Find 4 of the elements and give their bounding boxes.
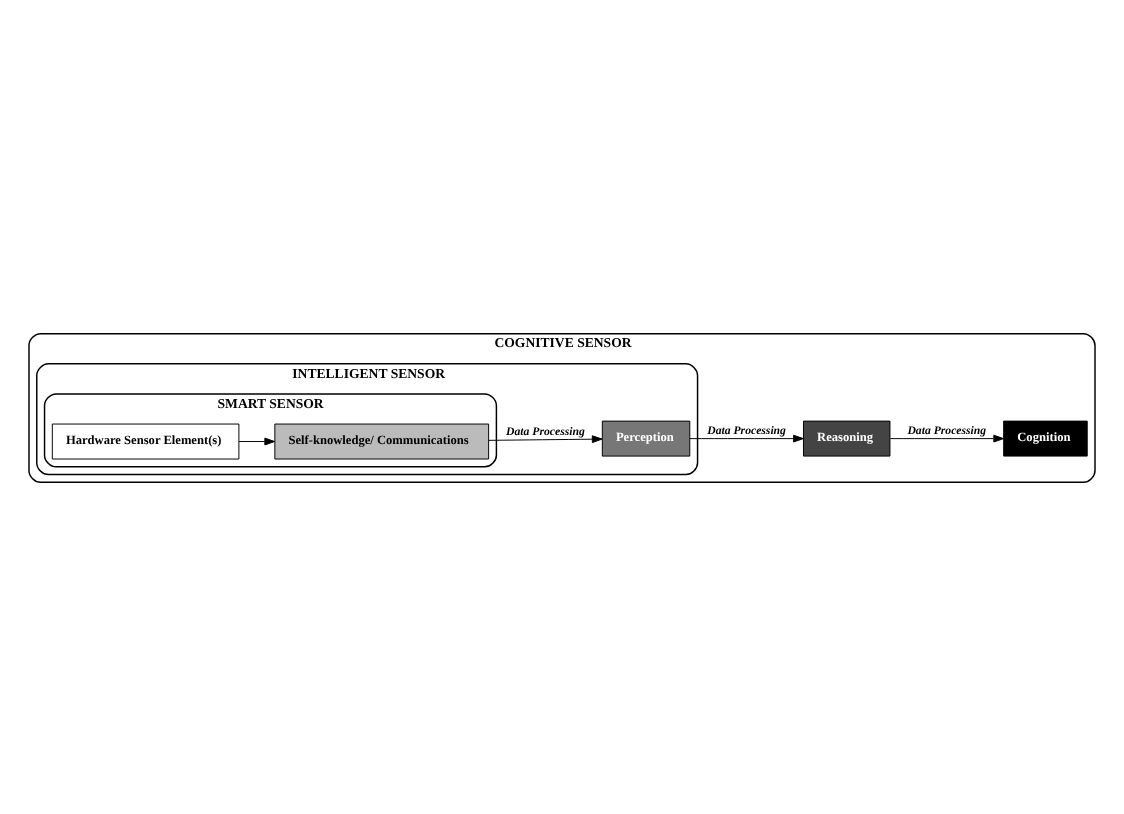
arrow xyxy=(238,436,276,445)
arrow xyxy=(689,433,804,442)
arrow xyxy=(889,433,1005,442)
arrow xyxy=(488,434,603,443)
